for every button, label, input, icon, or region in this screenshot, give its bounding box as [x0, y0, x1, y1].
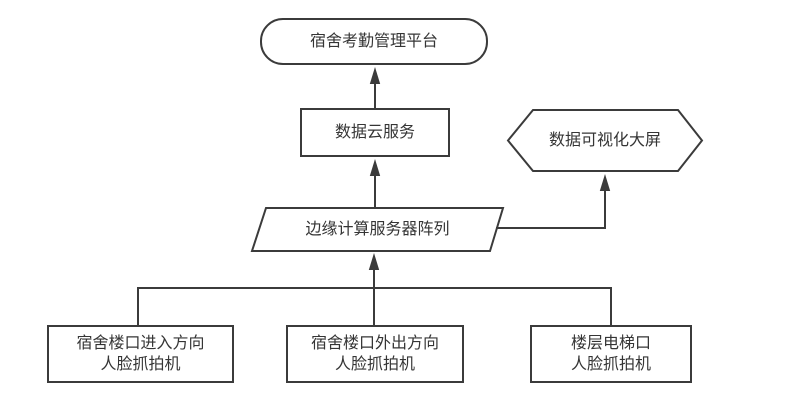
arrow-edge-to-screen	[496, 191, 606, 229]
node-label: 数据可视化大屏	[548, 132, 661, 149]
node-camera-floor-elevator: 楼层电梯口 人脸抓拍机	[530, 325, 692, 383]
arrowhead-up-icon	[368, 253, 380, 270]
arrowhead-up-icon	[369, 67, 381, 84]
parallelogram-shape	[250, 207, 505, 252]
node-label: 边缘计算服务器阵列	[305, 221, 450, 238]
node-camera-exit-direction: 宿舍楼口外出方向 人脸抓拍机	[286, 325, 464, 383]
arrowhead-up-icon	[599, 174, 611, 191]
node-label: 宿舍考勤管理平台	[309, 33, 438, 50]
node-data-visualization-screen: 数据可视化大屏	[508, 110, 702, 171]
node-data-cloud-service: 数据云服务	[300, 108, 450, 157]
node-label: 楼层电梯口 人脸抓拍机	[570, 335, 651, 373]
node-label: 宿舍楼口外出方向 人脸抓拍机	[310, 335, 439, 373]
node-edge-computing-server-array: 边缘计算服务器阵列	[252, 208, 503, 251]
node-label: 数据云服务	[334, 124, 415, 141]
node-label: 宿舍楼口进入方向 人脸抓拍机	[76, 335, 205, 373]
node-camera-entry-direction: 宿舍楼口进入方向 人脸抓拍机	[47, 325, 234, 383]
arrowhead-up-icon	[369, 159, 381, 176]
hexagon-shape	[506, 109, 704, 172]
node-dorm-attendance-platform: 宿舍考勤管理平台	[260, 18, 488, 65]
